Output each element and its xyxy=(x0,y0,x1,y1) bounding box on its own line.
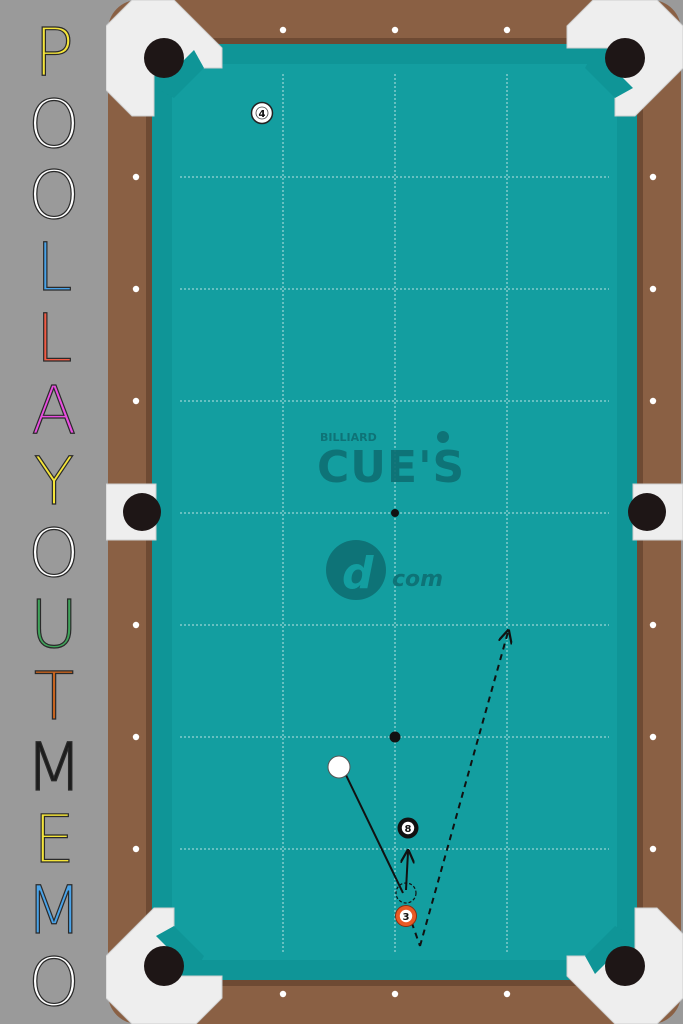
watermark-logo: BILLIARD CUE'S d com xyxy=(317,431,465,600)
rail-diamond xyxy=(279,26,287,34)
ball-4-label: 4 xyxy=(259,109,266,120)
ghost-ball xyxy=(395,882,417,904)
rail-diamond xyxy=(132,621,140,629)
logo-d-icon: d xyxy=(326,540,386,600)
title-letter: O xyxy=(27,943,80,1021)
pool-table[interactable]: BILLIARD CUE'S d com 4 8 xyxy=(106,0,683,1024)
logo-sub-text: com xyxy=(392,567,443,592)
rail-diamond xyxy=(503,990,511,998)
rail-diamond xyxy=(649,621,657,629)
ball-8-label: 8 xyxy=(405,824,412,835)
title-letter: M xyxy=(25,729,83,806)
rail-diamond xyxy=(649,173,657,181)
rail-diamond xyxy=(649,845,657,853)
pocket-top-left xyxy=(106,0,223,117)
rail-diamond xyxy=(649,733,657,741)
cue-ball-draw-arrow xyxy=(406,852,408,891)
pockets xyxy=(106,0,683,1024)
title-letter: Y xyxy=(33,443,75,520)
pocket-side-left xyxy=(106,483,161,541)
pocket-bottom-left xyxy=(106,907,223,1024)
foot-spot xyxy=(391,509,399,517)
rail-diamond xyxy=(503,26,511,34)
rail-diamonds xyxy=(132,26,657,998)
logo-main-text: CUE'S xyxy=(317,442,465,493)
ball-4[interactable]: 4 xyxy=(250,101,274,125)
title-letter: E xyxy=(33,800,76,878)
pool-table-diagram[interactable]: BILLIARD CUE'S d com 4 8 xyxy=(106,0,683,1024)
title-letter: M xyxy=(25,872,83,949)
title-letter: L xyxy=(35,300,73,377)
rail-diamond xyxy=(132,285,140,293)
logo-small-text: BILLIARD xyxy=(320,431,377,444)
rail-diamond xyxy=(132,173,140,181)
rail-diamond xyxy=(391,26,399,34)
title-letter: O xyxy=(27,514,80,592)
rail-diamond xyxy=(132,733,140,741)
rail-diamond xyxy=(391,990,399,998)
svg-text:d: d xyxy=(342,548,374,599)
rail-diamond xyxy=(649,397,657,405)
title-letter: P xyxy=(33,14,74,91)
head-spot xyxy=(389,731,401,743)
title-letter: L xyxy=(35,228,73,306)
title-letter: O xyxy=(27,85,80,163)
pocket-bottom-right xyxy=(566,907,683,1024)
title-letter: T xyxy=(33,657,75,735)
rail-diamond xyxy=(649,285,657,293)
title-letter: A xyxy=(31,371,77,449)
rail-diamond xyxy=(279,990,287,998)
pocket-side-right xyxy=(628,483,683,541)
ball-8[interactable]: 8 xyxy=(397,817,419,839)
ball-3-label: 3 xyxy=(403,912,410,923)
rail-diamond xyxy=(132,845,140,853)
rail-diamond xyxy=(132,397,140,405)
cue-ball-path xyxy=(344,772,404,894)
title-letter: U xyxy=(29,586,79,663)
ball-3[interactable]: 3 xyxy=(395,905,417,927)
cue-ball[interactable] xyxy=(327,755,351,779)
pocket-top-right xyxy=(566,0,683,117)
grid-lines xyxy=(180,74,609,952)
title-letter: O xyxy=(27,157,80,234)
logo-cue-ball-icon xyxy=(437,431,449,443)
